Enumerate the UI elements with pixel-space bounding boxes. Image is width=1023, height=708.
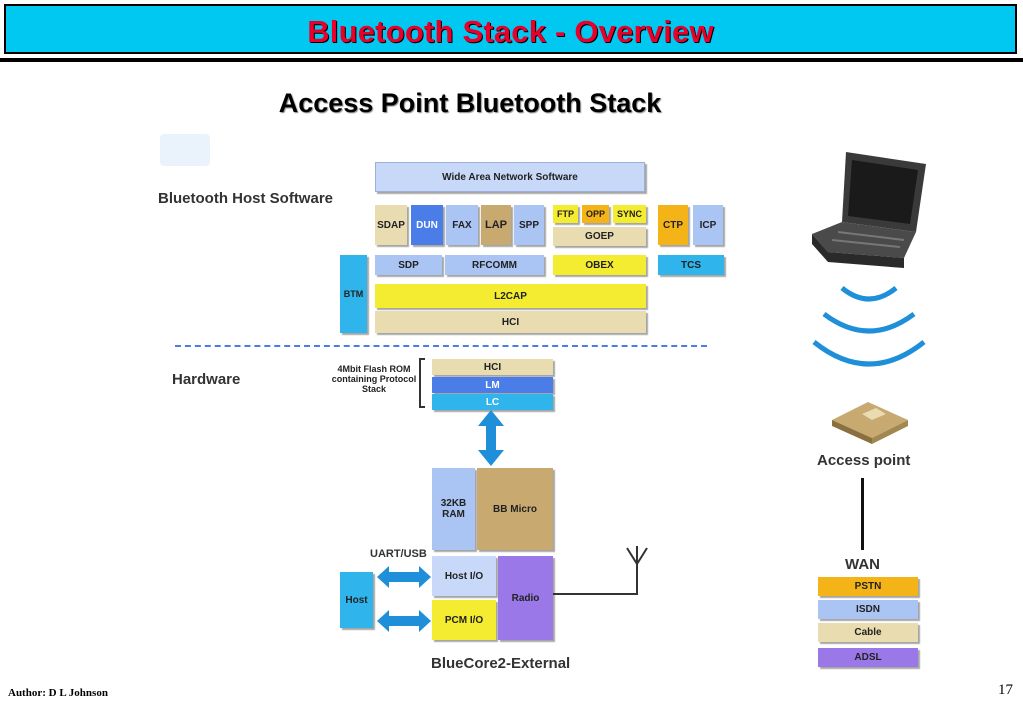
diagram-subtitle: Access Point Bluetooth Stack: [278, 88, 662, 118]
l2cap-block: L2CAP: [375, 284, 646, 308]
corner-mark: [160, 134, 210, 166]
profile-ftp: FTP: [553, 205, 578, 223]
access-point-wan-line: [861, 478, 864, 550]
wan-isdn: ISDN: [818, 600, 918, 619]
icp-block: ICP: [693, 205, 723, 245]
goep-block: GOEP: [553, 227, 646, 246]
wan-software-block: Wide Area Network Software: [375, 162, 645, 192]
hci-host-block: HCI: [375, 311, 646, 333]
profile-spp: SPP: [514, 205, 544, 245]
profile-lap: LAP: [481, 205, 511, 245]
antenna-icon: [553, 546, 648, 595]
ctp-block: CTP: [658, 205, 688, 245]
obex-block: OBEX: [553, 255, 646, 275]
wan-adsl: ADSL: [818, 648, 918, 667]
lc-block: LC: [432, 394, 553, 410]
lm-block: LM: [432, 377, 553, 393]
pcm-io-block: PCM I/O: [432, 600, 496, 640]
wan-pstn: PSTN: [818, 577, 918, 596]
profile-dun: DUN: [411, 205, 443, 245]
hardware-label: Hardware: [172, 371, 241, 388]
wireless-waves-icon: [812, 286, 926, 367]
ram-block: 32KB RAM: [432, 468, 475, 550]
host-software-label: Bluetooth Host Software: [158, 190, 333, 207]
rfcomm-block: RFCOMM: [445, 255, 544, 275]
pcm-io-arrow-icon: [377, 610, 431, 632]
hci-hardware-block: HCI: [432, 359, 553, 375]
profile-sync: SYNC: [613, 205, 646, 223]
tcs-block: TCS: [658, 255, 724, 275]
uart-usb-label: UART/USB: [370, 548, 427, 560]
title-bar: Bluetooth Stack - Overview: [4, 4, 1017, 54]
profile-sdap: SDAP: [375, 205, 407, 245]
host-hardware-separator: [175, 345, 707, 347]
flash-rom-bracket: [419, 358, 425, 408]
wan-cable: Cable: [818, 623, 918, 642]
double-arrow-vertical-icon: [478, 410, 504, 466]
footer-author: Author: D L Johnson: [8, 687, 108, 699]
wan-label: WAN: [845, 556, 880, 573]
laptop-icon: [812, 152, 926, 268]
bb-micro-block: BB Micro: [477, 468, 553, 550]
sdp-block: SDP: [375, 255, 442, 275]
host-io-arrow-icon: [377, 566, 431, 588]
btm-block: BTM: [340, 255, 367, 333]
bluecore-label: BlueCore2-External: [431, 655, 571, 672]
page-number: 17: [998, 682, 1013, 698]
profile-opp: OPP: [582, 205, 609, 223]
host-block: Host: [340, 572, 373, 628]
flash-rom-label: 4Mbit Flash ROM containing Protocol Stac…: [331, 364, 417, 394]
radio-block: Radio: [498, 556, 553, 640]
access-point-device-icon: [832, 402, 908, 444]
access-point-label: Access point: [817, 452, 911, 469]
profile-fax: FAX: [446, 205, 478, 245]
title-divider: [0, 58, 1023, 62]
host-io-block: Host I/O: [432, 556, 496, 596]
slide-title: Bluetooth Stack - Overview: [307, 14, 714, 49]
